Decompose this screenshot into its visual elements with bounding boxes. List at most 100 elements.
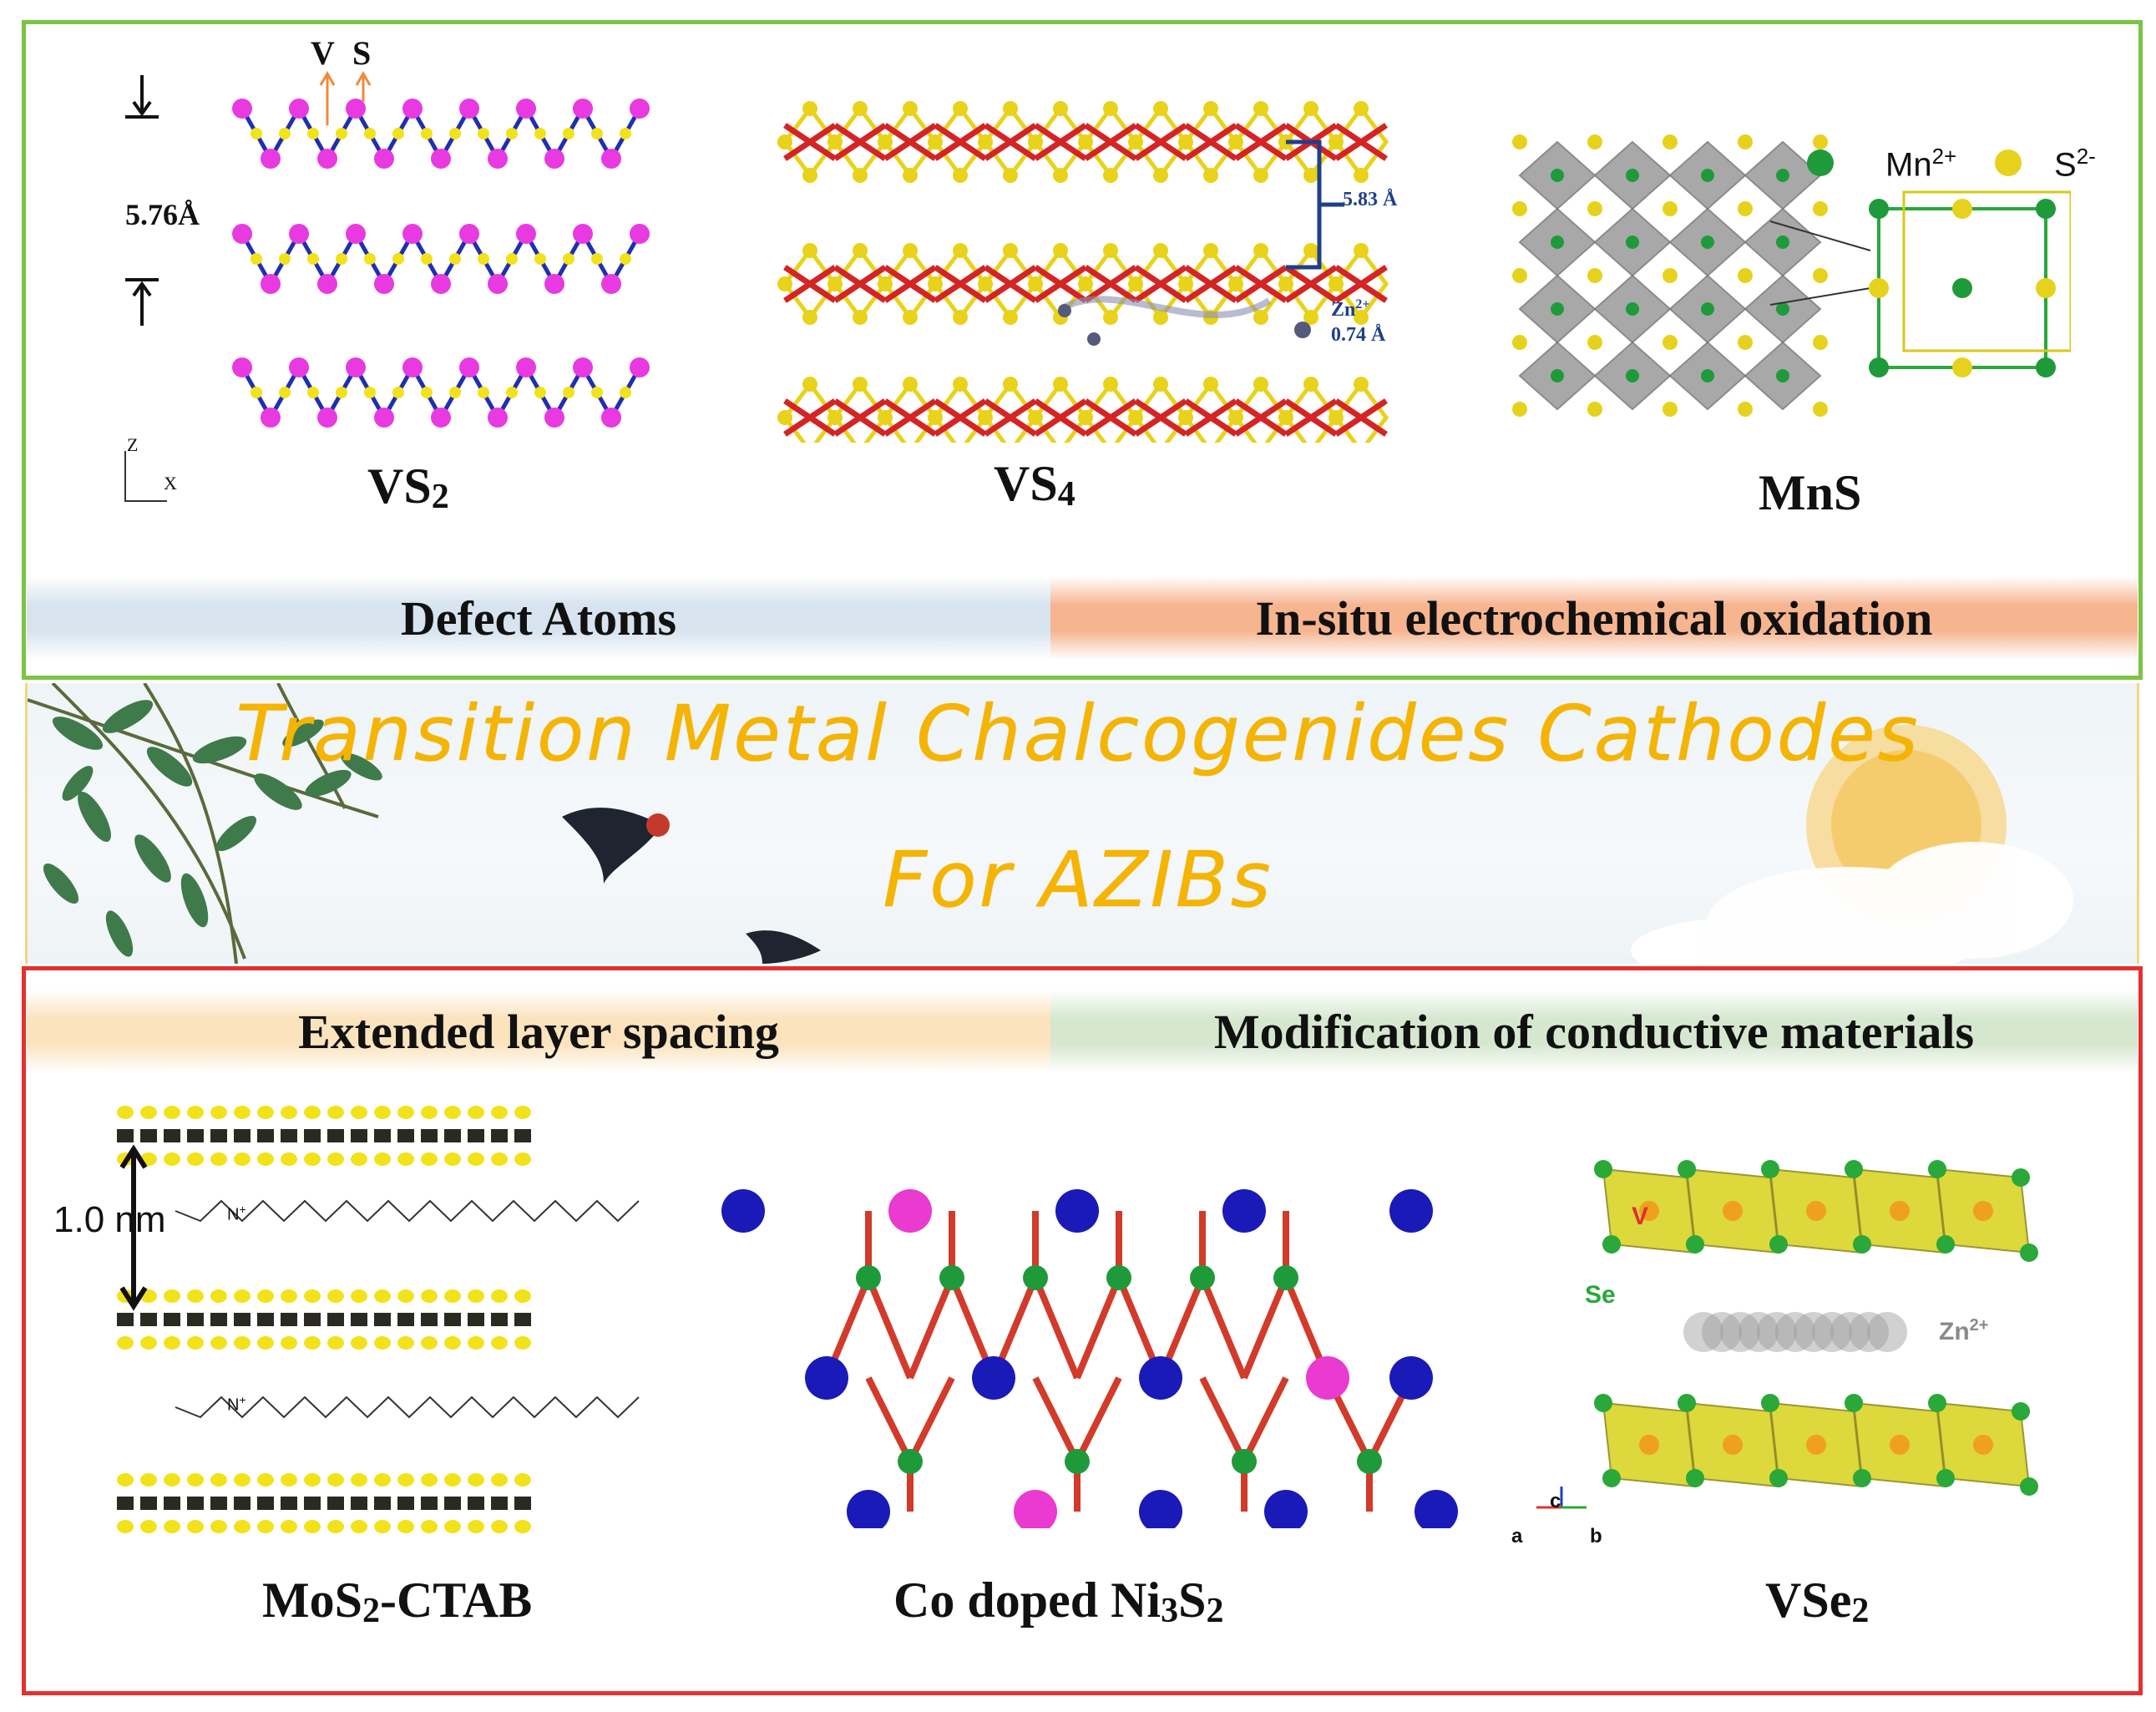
s-atom xyxy=(234,1152,251,1166)
vs4-s-bond xyxy=(1333,104,1389,180)
mo-atom xyxy=(187,1497,204,1510)
vse2-se-atom xyxy=(1928,1394,1946,1412)
mns-s-atom xyxy=(1512,268,1527,283)
vse2-axis-b: b xyxy=(1590,1525,1602,1547)
s-atom xyxy=(444,1106,461,1119)
mo-atom xyxy=(374,1497,391,1510)
vs4-v-bond xyxy=(1234,123,1288,161)
vs4-s-atom xyxy=(802,243,817,258)
vs2-v-atom xyxy=(478,128,489,139)
vs4-v-bond xyxy=(1034,123,1087,161)
vs2-v-atom xyxy=(279,387,291,398)
vs2-s-atom xyxy=(261,149,281,169)
mo-atom xyxy=(257,1129,274,1142)
mo-atom xyxy=(117,1313,134,1326)
s-atom xyxy=(117,1336,134,1350)
s-atom xyxy=(210,1152,227,1166)
willow-branch-icon xyxy=(28,683,379,964)
mns-s-atom xyxy=(1587,268,1602,283)
vs4-s-bond xyxy=(1232,380,1289,443)
vse2-se-atom xyxy=(1686,1235,1704,1254)
vs2-s-atom xyxy=(317,408,337,428)
vs4-s-atom xyxy=(1303,310,1318,325)
zn-ion-trail xyxy=(1849,1312,1889,1352)
co-atom xyxy=(888,1189,932,1233)
vs2-v-atom xyxy=(478,253,489,265)
mns-mn-atom xyxy=(1776,169,1789,182)
mo-atom xyxy=(281,1129,297,1142)
vs2-v-atom xyxy=(534,387,546,398)
strategy-conductive-modification: Modification of conductive materials xyxy=(1050,990,2138,1073)
vs2-v-atom xyxy=(364,253,376,265)
s-atom xyxy=(164,1520,180,1533)
ni3s2-bond xyxy=(907,1276,955,1380)
ni3s2-caption: Co doped Ni3S2 xyxy=(893,1572,1223,1631)
vs4-s-atom xyxy=(827,134,843,149)
vse2-axis-c: c xyxy=(1550,1490,1561,1512)
vs4-v-bond xyxy=(783,123,837,161)
vs4-v-bond xyxy=(1184,265,1237,303)
mos2-ctab-structure xyxy=(117,1106,640,1533)
vs2-s-atom xyxy=(402,224,423,244)
vs2-v-atom xyxy=(506,253,518,265)
vs4-v-bond xyxy=(1234,398,1288,437)
ni3s2-bond xyxy=(1032,1276,1081,1380)
s-atom xyxy=(397,1106,414,1119)
vs4-s-atom xyxy=(1103,377,1118,392)
mos2-caption: MoS2-CTAB xyxy=(262,1572,532,1631)
s-atom xyxy=(164,1336,180,1350)
mns-mn-atom xyxy=(1626,236,1639,249)
figure-title-line-1: Transition Metal Chalcogenides Cathodes xyxy=(235,689,1921,778)
vs4-s-atom xyxy=(1128,276,1143,291)
mns-s-atom xyxy=(1512,335,1527,350)
mns-mn-atom xyxy=(1776,369,1789,382)
vs2-s-atom xyxy=(402,99,423,119)
mns-s-atom xyxy=(1512,402,1527,417)
s-atom xyxy=(187,1106,204,1119)
vs2-v-atom xyxy=(251,253,262,265)
vs4-s-atom xyxy=(903,243,918,258)
vs4-caption: VS4 xyxy=(994,455,1075,514)
vs2-s-atom xyxy=(289,224,309,244)
vs2-v-atom xyxy=(478,387,489,398)
vs4-s-atom xyxy=(777,134,792,149)
s-atom xyxy=(514,1289,531,1303)
ni3s2-caption-b: S xyxy=(1178,1573,1207,1628)
ni3s2-s-atom xyxy=(1065,1449,1090,1474)
mo-atom xyxy=(421,1497,438,1510)
vse2-se-atom xyxy=(1928,1160,1946,1178)
s-atom xyxy=(304,1152,321,1166)
vs2-s-atom xyxy=(601,408,621,428)
s-atom xyxy=(187,1289,204,1303)
mo-atom xyxy=(444,1497,461,1510)
vs4-s-atom xyxy=(1153,243,1168,258)
s-atom xyxy=(117,1520,134,1533)
vs2-s-atom xyxy=(630,224,650,244)
vs2-s-atom xyxy=(544,149,564,169)
mns-mn-atom xyxy=(1776,302,1789,316)
s-atom xyxy=(281,1152,297,1166)
vs4-s-atom xyxy=(1178,134,1193,149)
mns-s-atom xyxy=(1663,268,1678,283)
vs4-s-atom xyxy=(827,276,843,291)
vs2-v-atom xyxy=(392,128,404,139)
mns-mn-atom xyxy=(1701,302,1714,316)
zn-ion-trail xyxy=(1830,1312,1870,1352)
mo-atom xyxy=(397,1497,414,1510)
vs2-v-atom xyxy=(534,128,546,139)
vs4-s-atom xyxy=(1203,243,1218,258)
vs2-v-atom xyxy=(421,253,433,265)
vs2-s-atom xyxy=(346,357,366,377)
mo-atom xyxy=(234,1129,251,1142)
vs2-s-atom xyxy=(402,357,423,377)
mns-cell-s-atom xyxy=(1952,199,1972,219)
vs4-s-atom xyxy=(1053,168,1068,183)
mns-mn-atom xyxy=(1701,236,1714,249)
s-pointer-arrow-icon xyxy=(355,70,372,102)
mns-mn-atom xyxy=(1551,302,1564,316)
banner-decoration xyxy=(28,683,2073,964)
vs2-v-atom xyxy=(449,253,461,265)
ni-atom xyxy=(805,1356,848,1400)
vs2-v-atom xyxy=(251,128,262,139)
top-panel xyxy=(22,20,2143,680)
